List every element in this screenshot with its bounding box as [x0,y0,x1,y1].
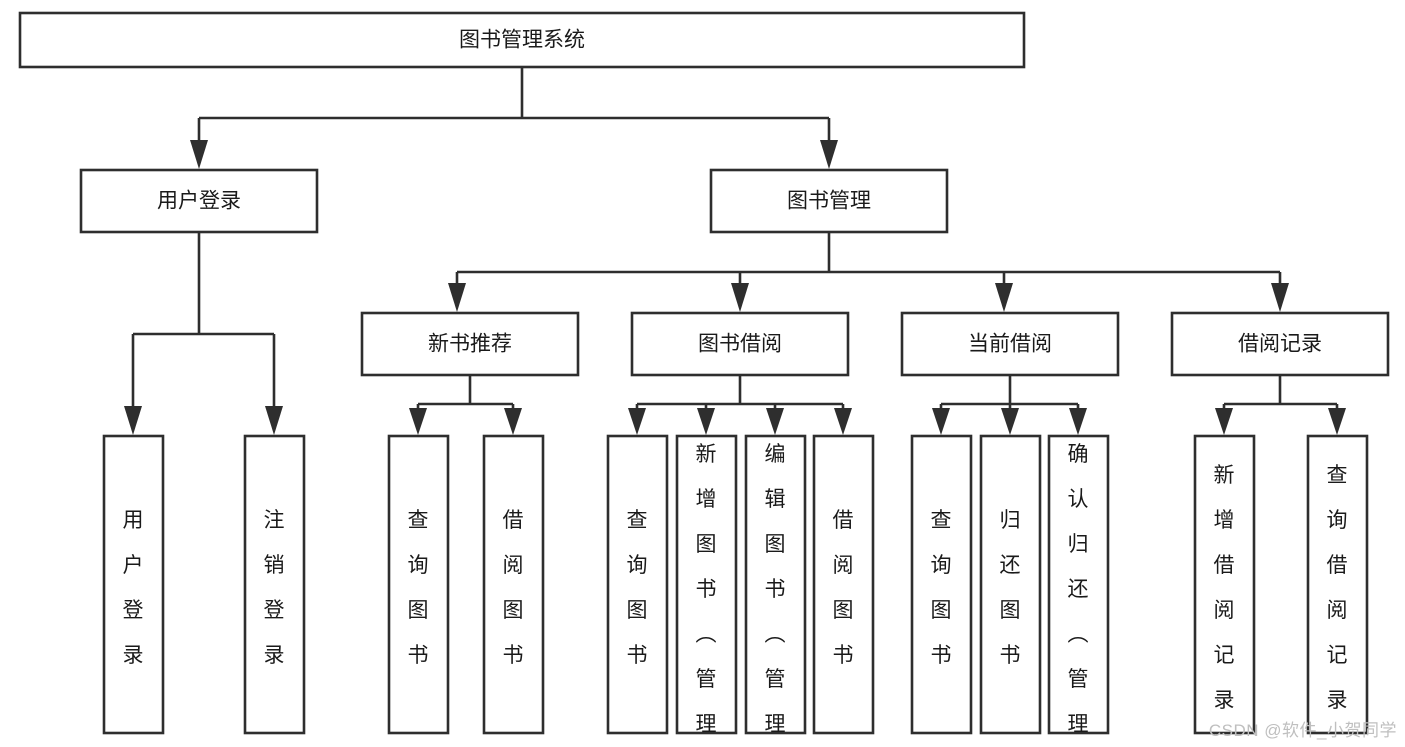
node-leaf-return-book-box[interactable] [979,434,1042,735]
node-leaf-confirm-return-box[interactable] [1047,434,1110,735]
node-leaf-borrow-book-2-box[interactable] [812,434,875,735]
node-leaf-add-record-label: 新增借阅记录 [1214,464,1235,712]
node-book-manage-box[interactable] [709,168,949,234]
node-leaf-borrow-book-2[interactable]: 借阅图书 [812,434,875,735]
node-leaf-edit-book-box[interactable] [744,434,807,735]
node-leaf-query-book-1-label: 查询图书 [408,509,429,667]
node-leaf-confirm-return-label: 确认归还︵管理员︶ [1068,443,1089,747]
arrow-head-user-login [190,140,208,169]
node-leaf-user-login-label: 用户登录 [123,509,144,667]
node-book-manage-label: 图书管理 [787,190,871,213]
node-leaf-user-login[interactable]: 用户登录 [102,434,165,735]
node-user-login-label: 用户登录 [157,190,241,213]
node-borrow-record[interactable]: 借阅记录 [1170,311,1390,377]
node-leaf-query-book-3-box[interactable] [910,434,973,735]
node-borrow-record-box[interactable] [1170,311,1390,377]
csdn-watermark: CSDN @软件_小贺同学 [1208,721,1397,740]
node-leaf-add-record-box[interactable] [1193,434,1256,735]
node-leaf-borrow-book-1[interactable]: 借阅图书 [482,434,545,735]
node-current-borrow[interactable]: 当前借阅 [900,311,1120,377]
arrow-head-leaf-borrow-book-1 [504,408,522,435]
node-leaf-query-record-box[interactable] [1306,434,1369,735]
node-user-login-box[interactable] [79,168,319,234]
arrow-head-leaf-query-record [1328,408,1346,435]
node-leaf-add-book[interactable]: 新增图书︵管理员︶ [675,434,738,747]
arrow-head-leaf-edit-book [766,408,784,435]
node-new-book-rec[interactable]: 新书推荐 [360,311,580,377]
node-leaf-query-record[interactable]: 查询借阅记录 [1306,434,1369,735]
node-leaf-borrow-book-1-box[interactable] [482,434,545,735]
arrow-head-leaf-logout [265,406,283,435]
node-leaf-user-login-box[interactable] [102,434,165,735]
node-current-borrow-box[interactable] [900,311,1120,377]
node-book-borrow[interactable]: 图书借阅 [630,311,850,377]
node-leaf-edit-book[interactable]: 编辑图书︵管理员︶ [744,434,807,747]
node-leaf-query-book-2[interactable]: 查询图书 [606,434,669,735]
node-root-label: 图书管理系统 [459,29,585,52]
node-leaf-query-record-label: 查询借阅记录 [1327,464,1348,712]
node-leaf-query-book-2-box[interactable] [606,434,669,735]
node-leaf-query-book-3-label: 查询图书 [931,509,952,667]
arrow-head-leaf-query-book-2 [628,408,646,435]
node-leaf-query-book-3[interactable]: 查询图书 [910,434,973,735]
arrow-head-leaf-add-book [697,408,715,435]
node-leaf-logout[interactable]: 注销登录 [243,434,306,735]
node-root[interactable]: 图书管理系统 [18,11,1026,69]
node-leaf-add-record[interactable]: 新增借阅记录 [1193,434,1256,735]
node-book-borrow-box[interactable] [630,311,850,377]
arrow-head-leaf-borrow-book-2 [834,408,852,435]
arrow-head-current-borrow [995,283,1013,312]
node-leaf-return-book-label: 归还图书 [1000,509,1021,667]
node-leaf-borrow-book-2-label: 借阅图书 [833,509,854,667]
node-borrow-record-label: 借阅记录 [1238,333,1322,356]
node-leaf-edit-book-label: 编辑图书︵管理员︶ [765,443,786,747]
node-new-book-rec-label: 新书推荐 [428,333,512,356]
connector-layer [124,67,1346,435]
node-leaf-add-book-label: 新增图书︵管理员︶ [696,443,717,747]
node-leaf-query-book-1-box[interactable] [387,434,450,735]
arrow-head-leaf-query-book-3 [932,408,950,435]
arrow-head-book-manage [820,140,838,169]
arrow-head-leaf-confirm-return [1069,408,1087,435]
node-book-manage[interactable]: 图书管理 [709,168,949,234]
arrow-head-book-borrow [731,283,749,312]
node-leaf-return-book[interactable]: 归还图书 [979,434,1042,735]
arrow-head-borrow-record [1271,283,1289,312]
node-leaf-query-book-2-label: 查询图书 [627,509,648,667]
node-leaf-add-book-box[interactable] [675,434,738,735]
node-user-login[interactable]: 用户登录 [79,168,319,234]
node-leaf-confirm-return[interactable]: 确认归还︵管理员︶ [1047,434,1110,747]
node-leaf-query-book-1[interactable]: 查询图书 [387,434,450,735]
arrow-head-leaf-query-book-1 [409,408,427,435]
node-leaf-logout-box[interactable] [243,434,306,735]
node-current-borrow-label: 当前借阅 [968,333,1052,356]
node-book-borrow-label: 图书借阅 [698,333,782,356]
node-leaf-logout-label: 注销登录 [264,509,285,667]
arrow-head-leaf-return-book [1001,408,1019,435]
arrow-head-leaf-user-login [124,406,142,435]
arrow-head-new-book-rec [448,283,466,312]
node-new-book-rec-box[interactable] [360,311,580,377]
node-root-box[interactable] [18,11,1026,69]
node-leaf-borrow-book-1-label: 借阅图书 [503,509,524,667]
leaf-layer: 用户登录 注销登录 查询图书 借阅图书 查询图书 新增图书︵管理员︶ [102,434,1369,747]
arrow-head-leaf-add-record [1215,408,1233,435]
